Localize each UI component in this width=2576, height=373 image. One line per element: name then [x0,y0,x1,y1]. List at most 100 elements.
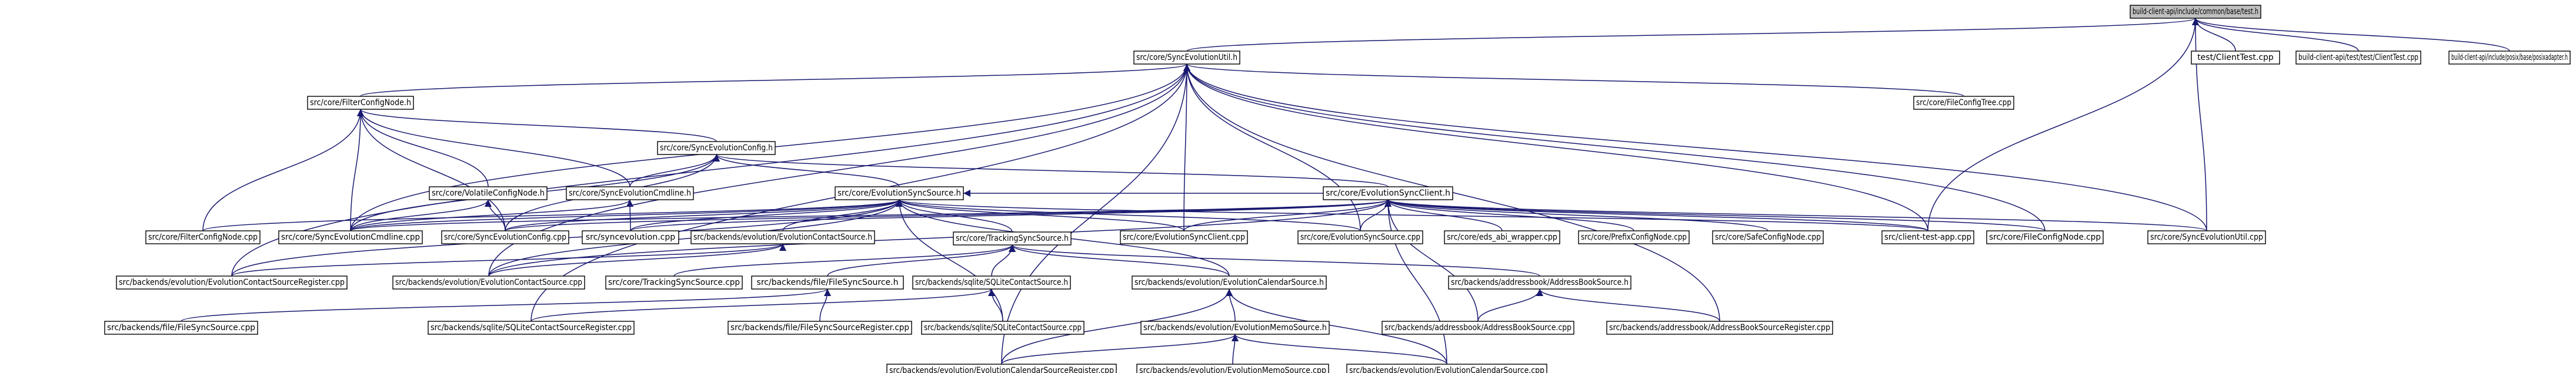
edge-vcn_h-to-fcn_h [357,109,489,187]
node-ess_cpp[interactable]: src/core/EvolutionSyncSource.cpp [1297,230,1423,244]
node-label: src/core/SyncEvolutionConfig.cpp [444,233,566,242]
node-posixadapter[interactable]: build-client-api/include/posix/base/posi… [2448,51,2571,65]
node-tss_cpp[interactable]: src/core/TrackingSyncSource.cpp [605,275,743,290]
edge-sqlite_cpp-to-sqlite_h [988,288,1003,322]
edge-fcn_cpp-to-fcn_h [202,109,364,231]
node-ffs_cpp[interactable]: src/backends/file/FileSyncSource.cpp [104,321,258,335]
node-box [307,96,414,110]
node-ecs_cpp[interactable]: src/backends/evolution/EvolutionContactS… [392,275,585,290]
node-abs_h[interactable]: src/backends/addressbook/AddressBookSour… [1448,275,1631,290]
node-seu_h[interactable]: src/core/SyncEvolutionUtil.h [1133,51,1240,65]
node-ffs_h[interactable]: src/backends/file/FileSyncSource.h [751,275,904,290]
edge-seu_cpp-to-root [2192,18,2207,231]
node-root[interactable]: build-client-api/include/common/base/tes… [2130,5,2261,19]
node-label: src/core/TrackingSyncSource.h [956,234,1069,243]
node-box [2448,51,2571,65]
node-eds_cpp[interactable]: src/core/eds_abi_wrapper.cpp [1444,230,1560,244]
node-sqlite_h[interactable]: src/backends/sqlite/SQLiteContactSource.… [912,275,1071,290]
node-syncevo_cpp[interactable]: src/syncevolution.cpp [582,230,679,244]
node-box [1133,51,1240,65]
node-ecsr_cpp[interactable]: src/backends/evolution/EvolutionContactS… [116,275,348,290]
node-label: src/syncevolution.cpp [586,233,675,242]
edge-seu_cpp-to-esc_h [1384,199,2207,231]
node-box [605,275,743,290]
node-box [1913,96,2014,110]
node-pcn_cpp[interactable]: src/core/PrefixConfigNode.cpp [1578,230,1690,244]
node-fct_cpp[interactable]: src/core/FileConfigTree.cpp [1913,96,2014,110]
node-seu_cpp[interactable]: src/core/SyncEvolutionUtil.cpp [2147,230,2266,244]
node-scn_cpp[interactable]: src/core/SafeConfigNode.cpp [1712,230,1824,244]
node-box [1578,230,1690,244]
edge-tss_h-to-ess_h [896,199,1013,233]
node-box [1140,321,1330,335]
edge-secmd_cpp-to-fcn_h [350,109,364,231]
node-label: src/client-test-app.cpp [1884,233,1971,242]
node-label: src/core/SyncEvolutionUtil.cpp [2150,233,2263,242]
node-esclient_cpp[interactable]: src/core/EvolutionSyncClient.cpp [1120,230,1248,244]
node-box [2147,230,2266,244]
node-ffsreg_cpp[interactable]: src/backends/file/FileSyncSourceRegister… [728,321,912,335]
node-ess_h[interactable]: src/core/EvolutionSyncSource.h [835,186,964,200]
edge-clientapp_cpp-to-ess_h [896,199,1928,231]
node-ecal_h[interactable]: src/backends/evolution/EvolutionCalendar… [1132,275,1327,290]
node-box [566,186,694,200]
node-label: src/core/FileConfigTree.cpp [1916,98,2011,107]
node-sqlitereg_cpp[interactable]: src/backends/sqlite/SQLiteContactSourceR… [428,321,635,335]
node-label: src/core/EvolutionSyncSource.h [837,189,961,198]
node-sqlite_cpp[interactable]: src/backends/sqlite/SQLiteContactSource.… [921,321,1085,335]
edge-fcn_h-to-seu_h [360,63,1190,97]
node-label: src/core/SyncEvolutionCmdline.h [569,189,691,198]
edge-ffs_h-to-tss_h [827,244,1016,277]
node-clienttest[interactable]: test/ClientTest.cpp [2191,51,2280,65]
node-sec_h[interactable]: src/core/SyncEvolutionConfig.h [657,141,776,155]
edge-bca_clienttest-to-root [2192,18,2359,52]
node-secmd_h[interactable]: src/core/SyncEvolutionCmdline.h [566,186,694,200]
node-box [1136,364,1329,373]
edge-seu_cpp-to-seu_h [1183,63,2207,231]
node-vcn_h[interactable]: src/core/VolatileConfigNode.h [429,186,548,200]
node-esc_h[interactable]: src/core/EvolutionSyncClient.h [1323,186,1453,200]
node-box [145,230,261,244]
node-box [2295,51,2421,65]
node-label: src/core/FilterConfigNode.h [310,98,411,107]
node-ecs_h[interactable]: src/backends/evolution/EvolutionContactS… [690,230,875,244]
node-label: src/core/TrackingSyncSource.cpp [608,278,740,287]
node-label: src/core/EvolutionSyncClient.cpp [1123,233,1245,242]
edge-secmd_cpp-to-vcn_h [350,199,492,231]
node-box [953,231,1072,246]
node-tss_h[interactable]: src/core/TrackingSyncSource.h [953,231,1072,246]
node-abs_cpp[interactable]: src/backends/addressbook/AddressBookSour… [1382,321,1574,335]
node-ecalreg_cpp[interactable]: src/backends/evolution/EvolutionCalendar… [886,364,1117,373]
node-label: src/backends/evolution/EvolutionCalendar… [1349,366,1544,373]
node-ecal_cpp[interactable]: src/backends/evolution/EvolutionCalendar… [1346,364,1547,373]
edge-sqlite_cpp-to-ess_h [896,199,1003,322]
edge-sec_cpp-to-ess_h [505,199,903,231]
edge-sec_cpp-to-esc_h [505,199,1392,231]
node-box [690,230,875,244]
edge-filecn_cpp-to-seu_h [1183,63,2046,231]
node-fcn_h[interactable]: src/core/FilterConfigNode.h [307,96,414,110]
node-filecn_cpp[interactable]: src/core/FileConfigNode.cpp [1986,230,2104,244]
node-box [1120,230,1248,244]
node-emem_cpp[interactable]: src/backends/evolution/EvolutionMemoSour… [1136,364,1329,373]
node-bca_clienttest[interactable]: build-client-api/test/test/ClientTest.cp… [2295,51,2421,65]
edge-esclient_cpp-to-ess_h [896,199,1184,231]
node-secmd_cpp[interactable]: src/core/SyncEvolutionCmdline.cpp [278,230,423,244]
node-label: src/core/eds_abi_wrapper.cpp [1447,233,1557,242]
node-box [886,364,1117,373]
node-label: src/core/FilterConfigNode.cpp [148,233,258,242]
node-box [1606,321,1833,335]
node-box [582,230,679,244]
node-clientapp_cpp[interactable]: src/client-test-app.cpp [1881,230,1974,244]
node-label: src/backends/sqlite/SQLiteContactSource.… [915,278,1068,287]
node-label: src/backends/sqlite/SQLiteContactSourceR… [431,323,632,332]
edge-abs_cpp-to-esc_h [1384,199,1479,322]
node-fcn_cpp[interactable]: src/core/FilterConfigNode.cpp [145,230,261,244]
edge-ecal_cpp-to-emem_h [1232,334,1447,365]
node-label: src/backends/file/FileSyncSource.cpp [107,323,255,332]
node-emem_h[interactable]: src/backends/evolution/EvolutionMemoSour… [1140,321,1330,335]
node-sec_cpp[interactable]: src/core/SyncEvolutionConfig.cpp [441,230,569,244]
node-absreg_cpp[interactable]: src/backends/addressbook/AddressBookSour… [1606,321,1833,335]
node-box [835,186,964,200]
